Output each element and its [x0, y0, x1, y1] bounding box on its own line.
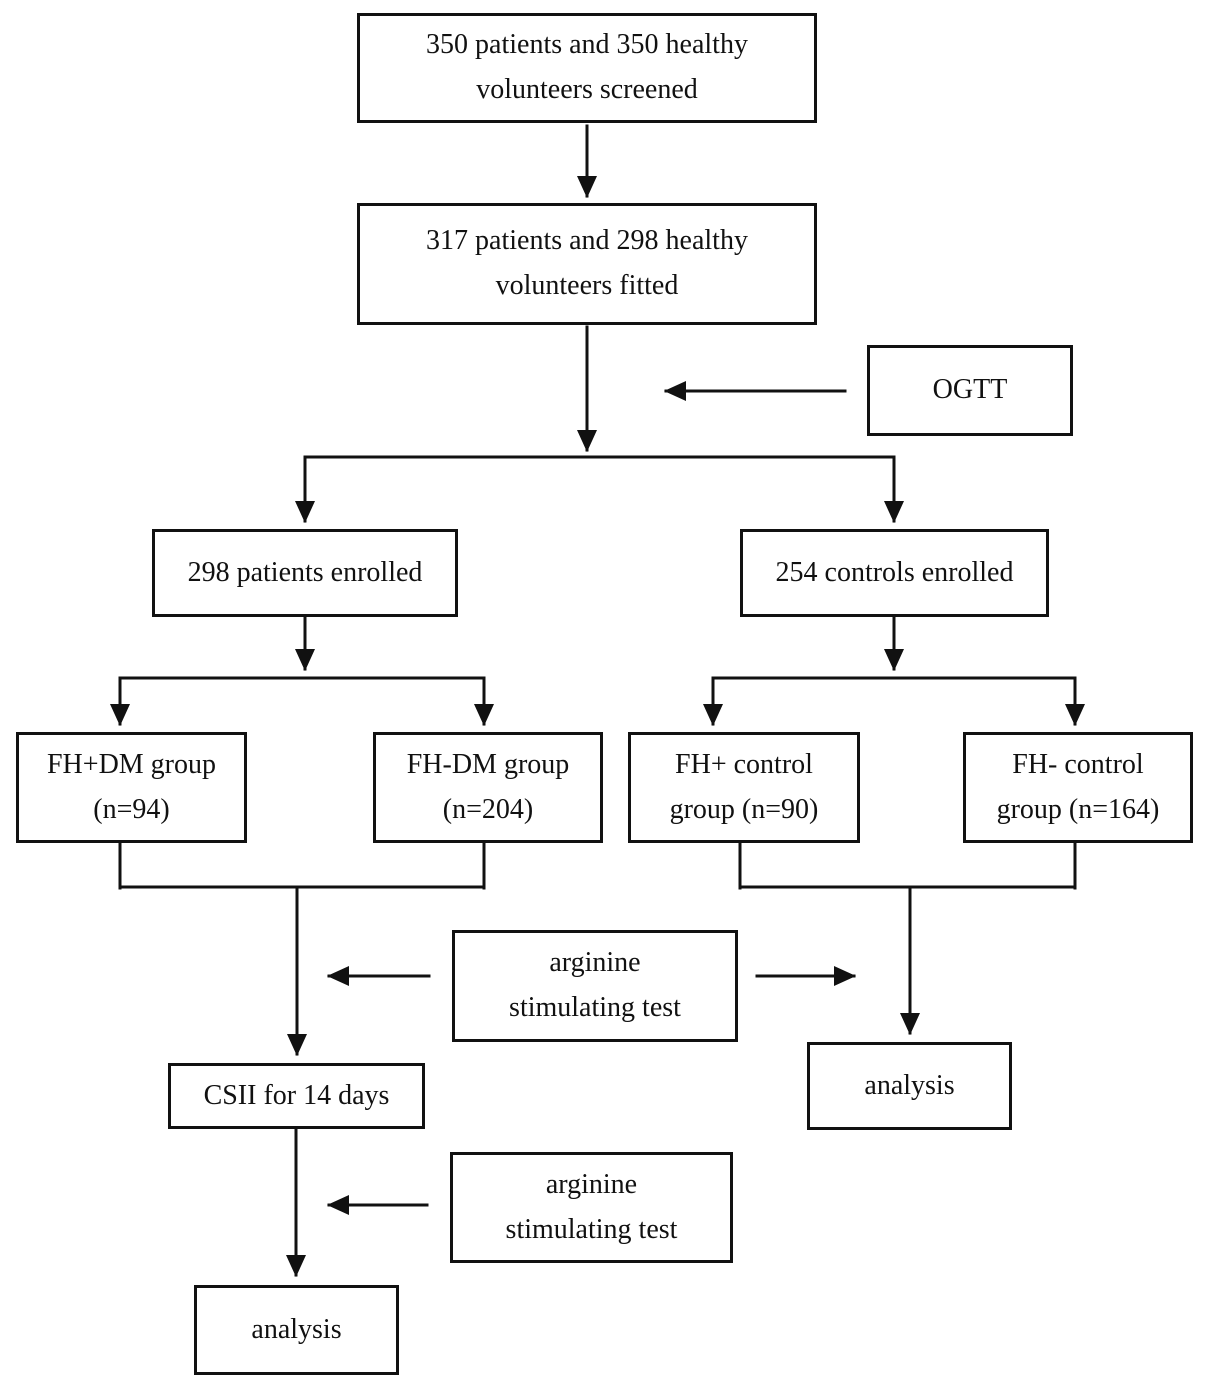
node-fh-neg-control-group: FH- control group (n=164) [963, 732, 1193, 843]
node-fitted: 317 patients and 298 healthy volunteers … [357, 203, 817, 325]
node-patients-enrolled: 298 patients enrolled [152, 529, 458, 617]
node-screened: 350 patients and 350 healthy volunteers … [357, 13, 817, 123]
node-arginine-test-lower: arginine stimulating test [450, 1152, 733, 1263]
node-csii: CSII for 14 days [168, 1063, 425, 1129]
node-ogtt: OGTT [867, 345, 1073, 436]
node-fh-pos-dm-group: FH+DM group (n=94) [16, 732, 247, 843]
node-fh-pos-control-group: FH+ control group (n=90) [628, 732, 860, 843]
node-arginine-test-upper: arginine stimulating test [452, 930, 738, 1042]
node-controls-enrolled: 254 controls enrolled [740, 529, 1049, 617]
node-analysis-patients: analysis [194, 1285, 399, 1375]
node-fh-neg-dm-group: FH-DM group (n=204) [373, 732, 603, 843]
node-analysis-controls: analysis [807, 1042, 1012, 1130]
